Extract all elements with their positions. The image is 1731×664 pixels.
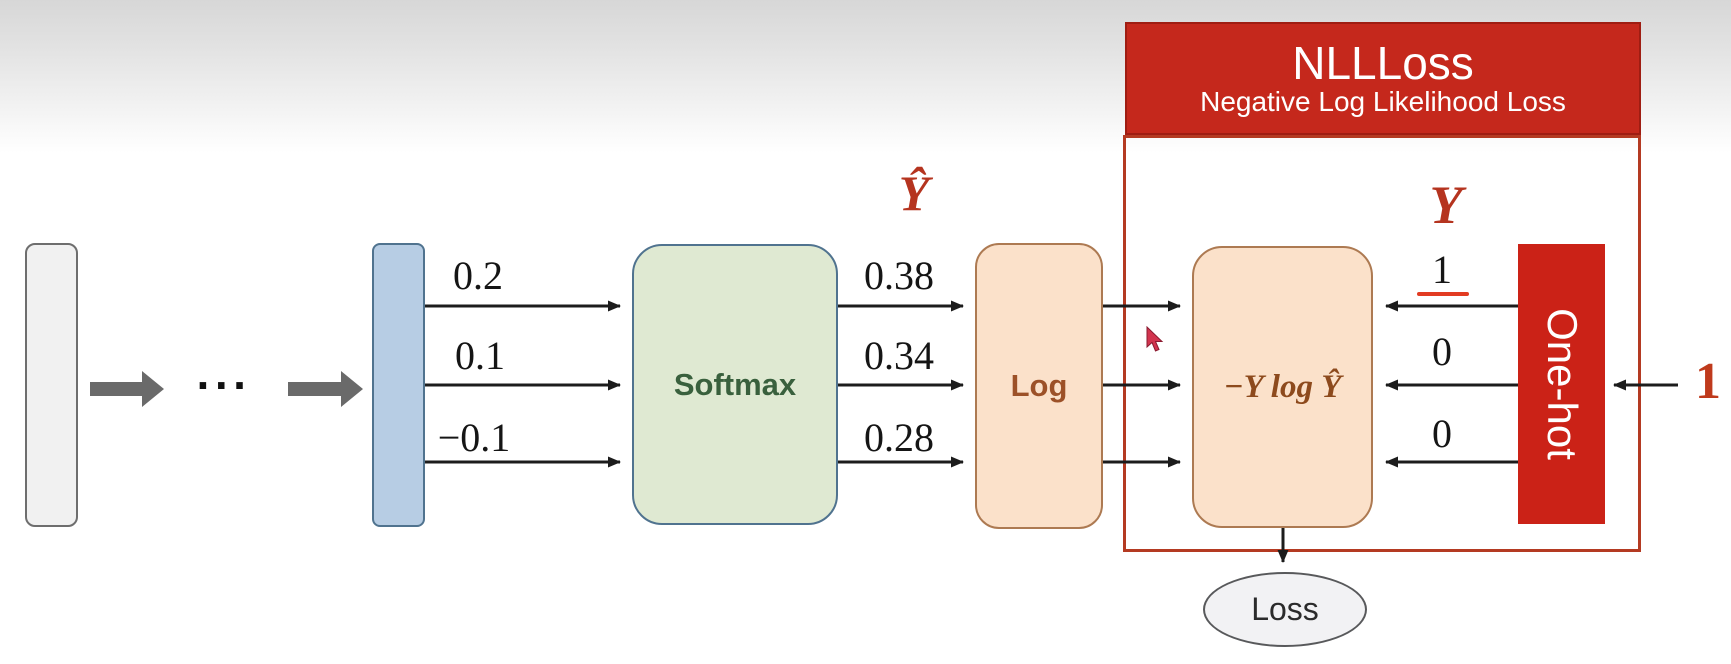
prob-value-3: 0.28	[864, 415, 934, 460]
nllloss-header: NLLLoss Negative Log Likelihood Loss	[1125, 22, 1641, 135]
log-label: Log	[1010, 368, 1068, 403]
loss-label: Loss	[1251, 591, 1319, 627]
prob-value-2: 0.34	[864, 333, 934, 378]
nll-formula-label: −Y log Ŷ	[1223, 368, 1342, 405]
onehot-value-1: 1	[1432, 247, 1452, 292]
logit-value-3: −0.1	[437, 415, 511, 460]
class-index-input: 1	[1695, 353, 1721, 410]
softmax-box: Softmax	[632, 244, 838, 525]
ellipsis-dots: ···	[196, 359, 252, 411]
logits-vector-bar	[372, 243, 425, 527]
prob-value-1: 0.38	[864, 253, 934, 298]
block-arrow-1	[90, 371, 164, 407]
mouse-cursor	[1146, 326, 1164, 352]
block-arrow-2	[288, 371, 363, 407]
softmax-label: Softmax	[673, 366, 797, 402]
onehot-value-1-underline	[1417, 292, 1469, 296]
nllloss-outline-box	[1123, 135, 1641, 552]
logit-value-1: 0.2	[453, 253, 503, 298]
log-box: Log	[975, 243, 1103, 529]
loss-ellipse: Loss	[1203, 572, 1367, 647]
y-label: Y	[1429, 175, 1463, 235]
nll-formula-box: −Y log Ŷ	[1192, 246, 1373, 528]
yhat-label: Ŷ	[898, 165, 930, 221]
onehot-box: One-hot	[1518, 244, 1605, 524]
onehot-value-3: 0	[1432, 411, 1452, 456]
logit-value-2: 0.1	[455, 333, 505, 378]
nllloss-subtitle: Negative Log Likelihood Loss	[1200, 86, 1566, 118]
input-vector-bar	[25, 243, 78, 527]
nllloss-title: NLLLoss	[1292, 36, 1474, 89]
onehot-value-2: 0	[1432, 329, 1452, 374]
connector-arrows	[425, 300, 1678, 563]
